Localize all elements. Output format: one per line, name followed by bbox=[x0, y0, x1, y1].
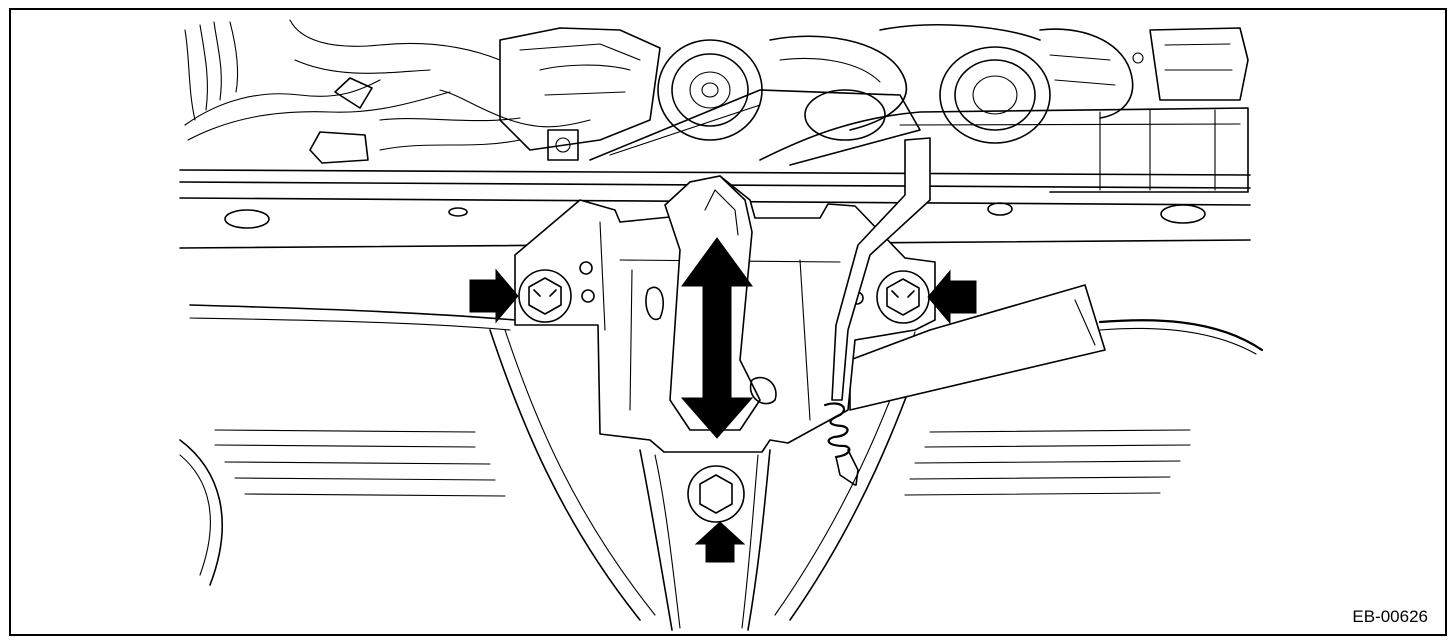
engine-bay-background bbox=[184, 19, 1249, 193]
arrow-left-icon bbox=[927, 269, 977, 325]
arrow-up-icon bbox=[694, 521, 746, 563]
lower-support-structure bbox=[179, 329, 1191, 631]
latch-bolt-right bbox=[876, 270, 930, 324]
arrow-right-icon bbox=[469, 268, 519, 324]
mount-hole bbox=[579, 261, 593, 275]
figure-id-label: EB-00626 bbox=[1352, 607, 1428, 626]
mount-hole bbox=[581, 289, 595, 303]
latch-bolt-left bbox=[518, 269, 572, 323]
release-lever bbox=[831, 137, 931, 401]
latch-bolt-bottom bbox=[687, 465, 745, 523]
latch-spring bbox=[823, 402, 859, 486]
double-arrow-vertical-icon bbox=[680, 237, 754, 439]
